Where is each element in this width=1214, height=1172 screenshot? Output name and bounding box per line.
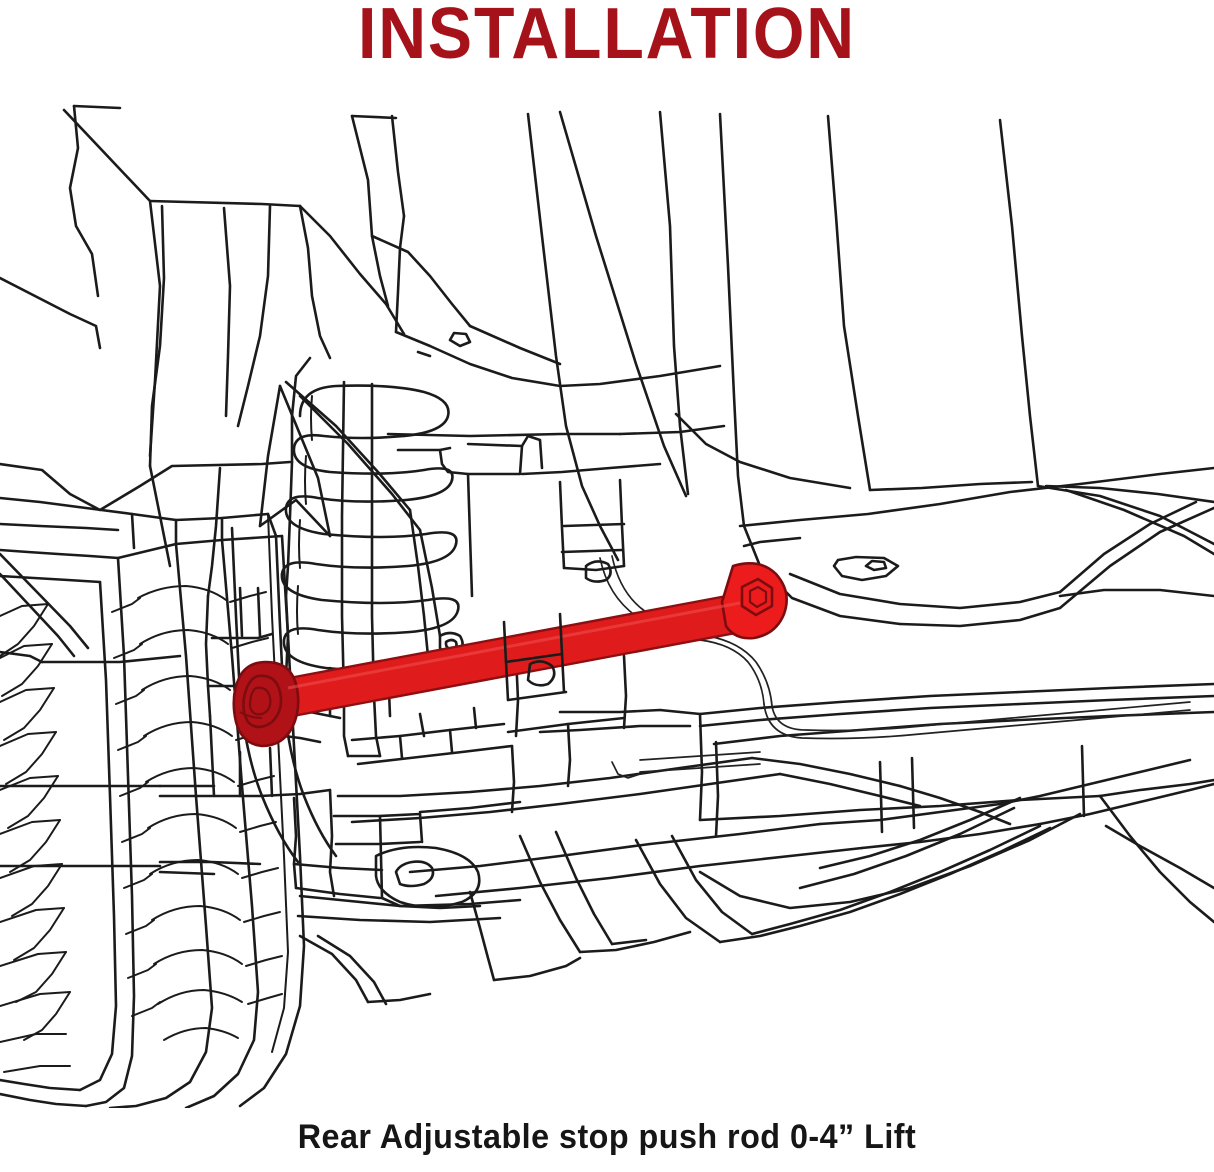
axle-housing-group [0, 586, 424, 900]
bushing-right[interactable] [720, 562, 788, 640]
floor-pan-group [298, 114, 726, 476]
diagram-caption: Rear Adjustable stop push rod 0-4” Lift [297, 1118, 917, 1156]
frame-rail-group [538, 682, 1214, 924]
suspension-diagram [0, 104, 1214, 1108]
rod-bracket-group [502, 612, 628, 788]
wheel-well-group [0, 104, 332, 664]
lower-bracket-group [350, 706, 522, 814]
coil-spring [280, 384, 460, 673]
bushing-left[interactable] [232, 660, 300, 748]
exhaust-shield-group [296, 796, 1082, 1006]
push-rod-group[interactable] [232, 562, 788, 748]
underbody-right-group [526, 110, 1214, 628]
page-title: INSTALLATION [358, 0, 856, 74]
